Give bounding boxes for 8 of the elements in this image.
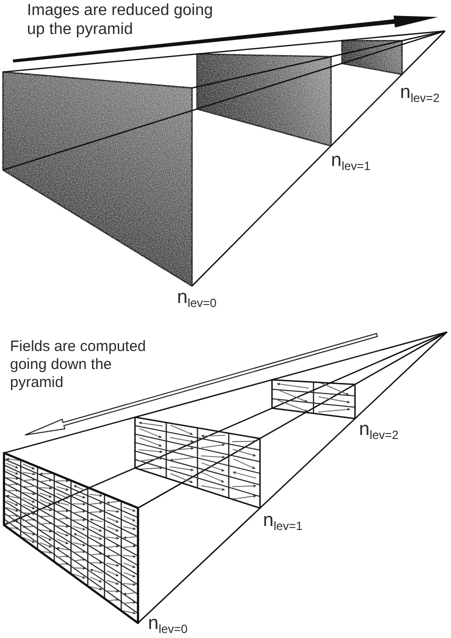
level-label: n$_{lev=2}$ xyxy=(359,420,399,443)
level-label: n$_{lev=1}$ xyxy=(263,511,303,534)
level-label: n$_{lev=0}$ xyxy=(177,288,217,311)
annotation-text: Images are reduced going up the pyramid xyxy=(27,1,214,39)
level-label: n$_{lev=1}$ xyxy=(331,151,371,174)
level-label: n$_{lev=2}$ xyxy=(400,83,440,106)
level-label: n$_{lev=0}$ xyxy=(148,614,188,637)
annotation-text: Fields are computed going down the pyramid xyxy=(10,338,147,392)
